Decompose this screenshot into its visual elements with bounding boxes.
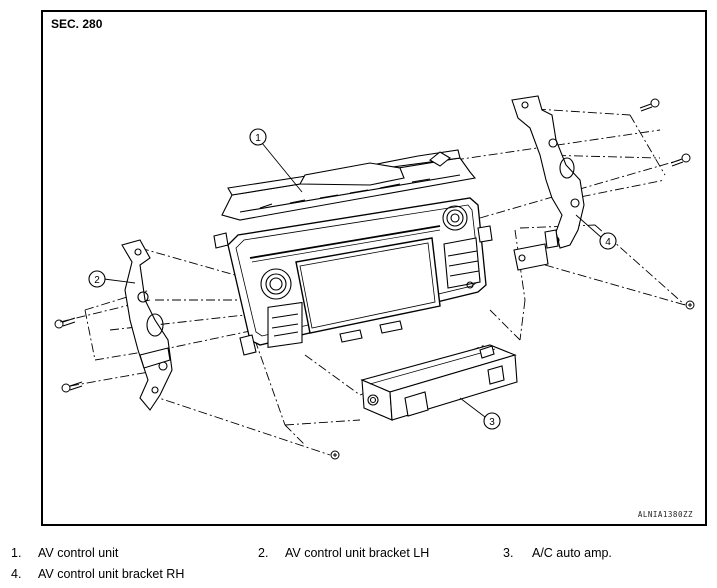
av-control-unit — [213, 149, 493, 356]
legend-label-bracket-rh: AV control unit bracket RH — [38, 567, 185, 581]
legend-number: 3. — [503, 546, 514, 560]
exploded-view-illustration: 1 2 3 4 — [54, 95, 695, 460]
screw-icon — [639, 98, 660, 112]
section-label: SEC. 280 — [51, 17, 103, 31]
callout-2 — [88, 270, 106, 288]
av-control-unit-bracket-lh — [121, 239, 173, 411]
callout-1-label: 1 — [255, 133, 261, 144]
diagram-frame: SEC. 280 ALNIA1380ZZ — [41, 10, 707, 526]
legend-number: 1. — [11, 546, 22, 560]
screw-icon — [670, 153, 691, 167]
callout-3 — [483, 412, 501, 430]
callout-2-label: 2 — [94, 275, 100, 286]
screw-icon — [61, 381, 83, 393]
legend-label-av-control-unit: AV control unit — [38, 546, 119, 560]
legend-number: 2. — [258, 546, 269, 560]
screw-icon — [54, 317, 76, 329]
screws — [54, 98, 695, 460]
callout-4 — [599, 232, 617, 250]
callout-3-label: 3 — [489, 417, 495, 428]
callout-1 — [249, 128, 267, 146]
legend-number: 4. — [11, 567, 22, 581]
legend-label-ac-auto-amp: A/C auto amp. — [532, 546, 612, 560]
screw-icon — [685, 300, 695, 310]
drawing-code: ALNIA1380ZZ — [637, 510, 693, 519]
callout-leaders — [103, 142, 603, 418]
screw-icon — [330, 450, 340, 460]
av-control-unit-bracket-rh — [511, 95, 585, 271]
legend-label-bracket-lh: AV control unit bracket LH — [285, 546, 430, 560]
callout-4-label: 4 — [605, 237, 611, 248]
ac-auto-amp — [360, 344, 518, 421]
